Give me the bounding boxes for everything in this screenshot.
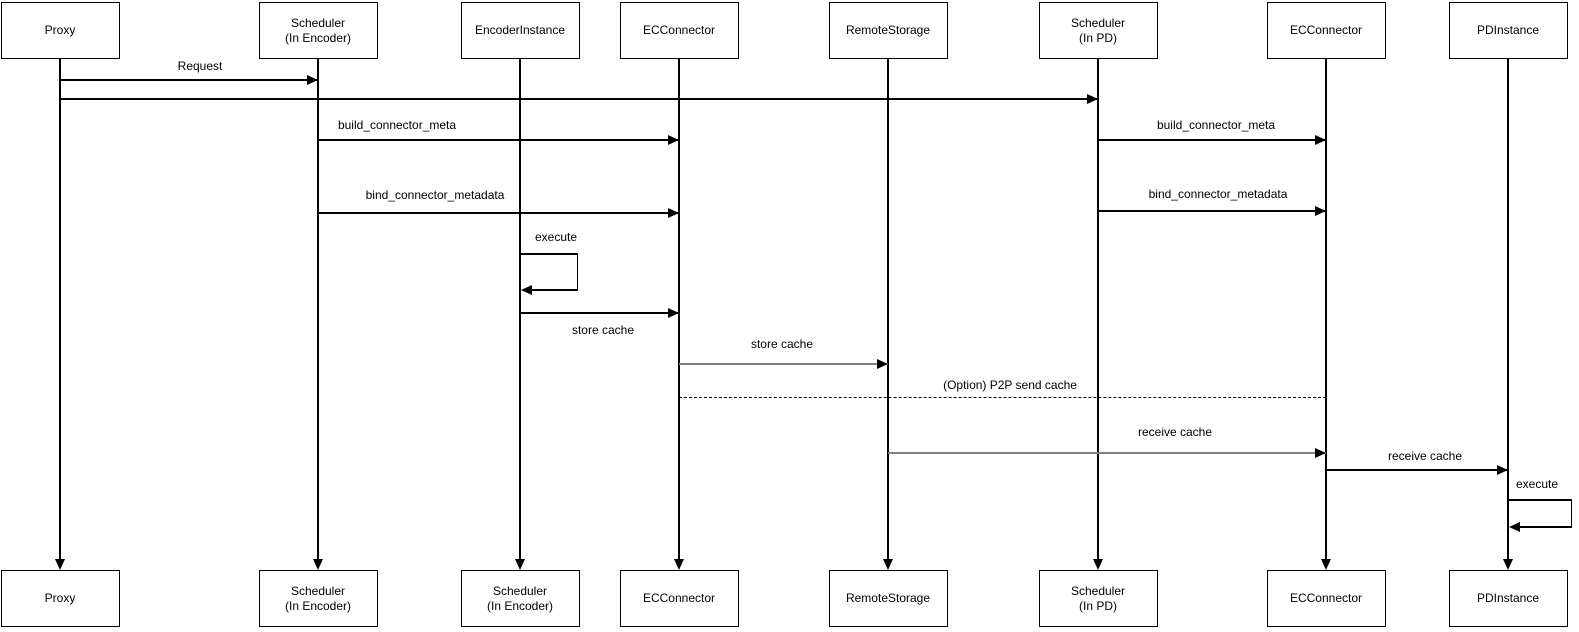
actor-top-box-ec-connector-pd: ECConnector — [1266, 2, 1386, 59]
message-line-bind-connector-metadata — [1098, 210, 1326, 212]
message-label-bind-connector-metadata: bind_connector_metadata — [1148, 187, 1288, 201]
lifeline-scheduler-in-encoder — [317, 59, 319, 559]
message-label-option-p2p-send-cache: (Option) P2P send cache — [943, 378, 1077, 392]
message-line-bind-connector-metadata — [318, 212, 679, 214]
message-label-store-cache: store cache — [571, 323, 635, 337]
message-arrowhead-icon — [307, 74, 318, 85]
lifeline-arrowhead-icon — [54, 559, 65, 570]
message-line-option-p2p-send-cache — [679, 397, 1326, 399]
lifeline-ec-connector-encoder — [678, 59, 680, 559]
message-label-request: Request — [177, 59, 223, 73]
lifeline-pd-instance — [1507, 59, 1509, 559]
lifeline-proxy — [59, 59, 61, 559]
message-arrowhead-icon — [668, 134, 679, 145]
actor-bottom-box-ec-connector-encoder: ECConnector — [619, 570, 739, 627]
message-line-message — [60, 98, 1098, 100]
self-call-top-line — [520, 253, 578, 255]
self-call-label-execute: execute — [1516, 477, 1559, 491]
message-arrowhead-icon — [1315, 134, 1326, 145]
actor-bottom-box-proxy: Proxy — [0, 570, 120, 627]
self-call-bottom-line — [1518, 526, 1572, 528]
actor-top-box-scheduler-in-encoder: Scheduler (In Encoder) — [258, 2, 378, 59]
message-line-receive-cache — [1326, 469, 1508, 471]
lifeline-arrowhead-icon — [673, 559, 684, 570]
actor-bottom-box-remote-storage: RemoteStorage — [828, 570, 948, 627]
self-call-top-line — [1508, 499, 1572, 501]
message-line-build-connector-meta — [318, 139, 679, 141]
message-label-receive-cache: receive cache — [1387, 449, 1463, 463]
message-line-build-connector-meta — [1098, 139, 1326, 141]
actor-bottom-box-scheduler-in-pd: Scheduler (In PD) — [1038, 570, 1158, 627]
lifeline-scheduler-in-pd — [1097, 59, 1099, 559]
lifeline-arrowhead-icon — [1092, 559, 1103, 570]
message-arrowhead-icon — [1315, 447, 1326, 458]
message-arrowhead-icon — [1315, 205, 1326, 216]
message-label-bind-connector-metadata: bind_connector_metadata — [365, 188, 505, 202]
actor-top-box-remote-storage: RemoteStorage — [828, 2, 948, 59]
lifeline-remote-storage — [887, 59, 889, 559]
actor-bottom-box-encoder-instance: Scheduler (In Encoder) — [460, 570, 580, 627]
actor-top-box-proxy: Proxy — [0, 2, 120, 59]
actor-top-box-encoder-instance: EncoderInstance — [460, 2, 580, 59]
lifeline-arrowhead-icon — [882, 559, 893, 570]
actor-bottom-box-scheduler-in-encoder: Scheduler (In Encoder) — [258, 570, 378, 627]
message-label-build-connector-meta: build_connector_meta — [337, 118, 457, 132]
self-call-arrowhead-icon — [521, 284, 532, 295]
self-call-side-line — [576, 254, 578, 290]
self-call-label-execute: execute — [535, 230, 578, 244]
message-label-receive-cache: receive cache — [1137, 425, 1213, 439]
actor-top-box-pd-instance: PDInstance — [1448, 2, 1568, 59]
lifeline-arrowhead-icon — [514, 559, 525, 570]
message-label-store-cache: store cache — [750, 337, 814, 351]
message-arrowhead-icon — [668, 307, 679, 318]
message-line-request — [60, 79, 318, 81]
lifeline-arrowhead-icon — [312, 559, 323, 570]
actor-top-box-ec-connector-encoder: ECConnector — [619, 2, 739, 59]
self-call-bottom-line — [530, 289, 578, 291]
message-line-receive-cache — [888, 451, 1326, 455]
message-line-store-cache — [520, 312, 679, 314]
message-arrowhead-icon — [877, 358, 888, 369]
self-call-arrowhead-icon — [1509, 521, 1520, 532]
lifeline-encoder-instance — [519, 59, 521, 559]
lifeline-arrowhead-icon — [1502, 559, 1513, 570]
self-call-side-line — [1570, 500, 1572, 527]
actor-bottom-box-ec-connector-pd: ECConnector — [1266, 570, 1386, 627]
actor-top-box-scheduler-in-pd: Scheduler (In PD) — [1038, 2, 1158, 59]
lifeline-arrowhead-icon — [1320, 559, 1331, 570]
message-arrowhead-icon — [1497, 464, 1508, 475]
message-arrowhead-icon — [1087, 93, 1098, 104]
message-label-build-connector-meta: build_connector_meta — [1156, 118, 1276, 132]
lifeline-ec-connector-pd — [1325, 59, 1327, 559]
message-arrowhead-icon — [668, 207, 679, 218]
message-line-store-cache — [679, 362, 888, 366]
actor-bottom-box-pd-instance: PDInstance — [1448, 570, 1568, 627]
